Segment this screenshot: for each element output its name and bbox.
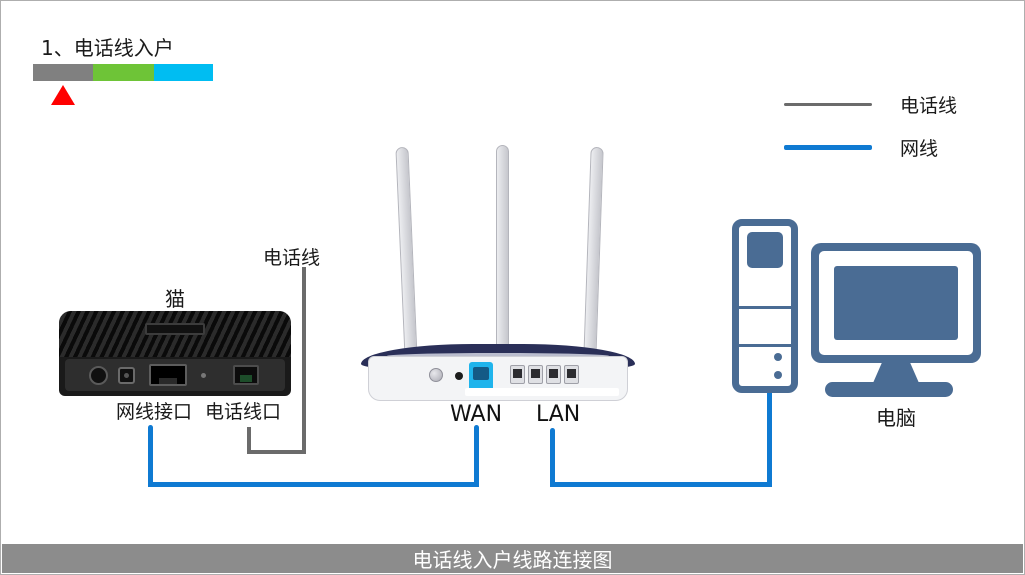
modem-ethernet-port-icon [149, 364, 187, 386]
tower-button-dot [774, 371, 782, 379]
network-line-wan-rise [474, 425, 479, 487]
progress-bar [33, 64, 213, 81]
tower-divider-line [739, 344, 791, 347]
legend-item-phone-line: 电话线 [784, 90, 957, 118]
router-lan-port-3-icon [546, 365, 561, 384]
router-antenna-right [583, 146, 604, 360]
footer-title: 电话线入户线路连接图 [412, 548, 613, 572]
router-antenna-left [395, 146, 418, 360]
network-cable-swatch-icon [784, 144, 872, 150]
phone-line-label: 电话线 [263, 247, 321, 269]
progress-segment-2 [93, 64, 154, 81]
modem-dc-jack-icon [118, 366, 135, 384]
network-line-modem-to-wan [148, 482, 479, 487]
router-wan-port-icon [469, 362, 493, 393]
legend-label-phone-line: 电话线 [900, 94, 958, 117]
router-reset-button-icon [455, 372, 463, 380]
modem-back-panel [65, 359, 285, 391]
router-power-button-icon [429, 368, 443, 382]
modem-phone-port-label: 电话线口 [205, 401, 282, 423]
footer-title-bar: 电话线入户线路连接图 [2, 544, 1023, 573]
router-lan-port-1-icon [510, 365, 525, 384]
router-lan-port-4-icon [564, 365, 579, 384]
computer-monitor-icon [811, 243, 981, 363]
progress-segment-3 [154, 64, 213, 81]
monitor-bezel [819, 251, 973, 355]
modem-brand-plate [145, 323, 205, 335]
progress-segment-current [33, 64, 93, 81]
router-lan-ports [510, 365, 579, 384]
monitor-base [825, 382, 953, 397]
router-image [368, 356, 628, 401]
network-line-modem-drop [148, 425, 153, 487]
modem-reset-hole-icon [201, 372, 206, 378]
network-line-lan-drop [550, 428, 555, 487]
modem-power-button-icon [89, 365, 108, 385]
tower-button-dot [774, 353, 782, 361]
computer-tower-icon [732, 219, 798, 393]
router-lan-port-2-icon [528, 365, 543, 384]
legend-label-network-cable: 网线 [900, 137, 939, 160]
phone-line-swatch-icon [784, 102, 872, 106]
network-line-lan-to-computer [550, 482, 772, 487]
network-line-computer-rise [767, 392, 772, 487]
router-label-strip [465, 388, 619, 396]
monitor-stand [873, 362, 919, 383]
modem-image [59, 311, 291, 396]
modem-label: 猫 [165, 287, 185, 311]
router-antenna-middle [496, 145, 509, 359]
monitor-screen [834, 266, 958, 340]
tower-divider-line [739, 306, 791, 309]
modem-ethernet-port-label: 网线接口 [116, 401, 193, 423]
tower-drive-bay [747, 232, 783, 268]
lan-port-label: LAN [536, 402, 581, 427]
phone-line-connector-horizontal [247, 450, 306, 454]
computer-label: 电脑 [876, 406, 916, 430]
phone-line-connector-vertical [302, 267, 306, 454]
legend-item-network-cable: 网线 [784, 133, 957, 161]
legend: 电话线 网线 [784, 90, 957, 176]
step-marker-triangle-icon [51, 85, 75, 105]
wan-port-label: WAN [450, 402, 503, 427]
phone-line-connector-to-port [247, 427, 251, 454]
modem-phone-port-icon [233, 365, 259, 385]
step-title: 1、电话线入户 [41, 36, 174, 60]
